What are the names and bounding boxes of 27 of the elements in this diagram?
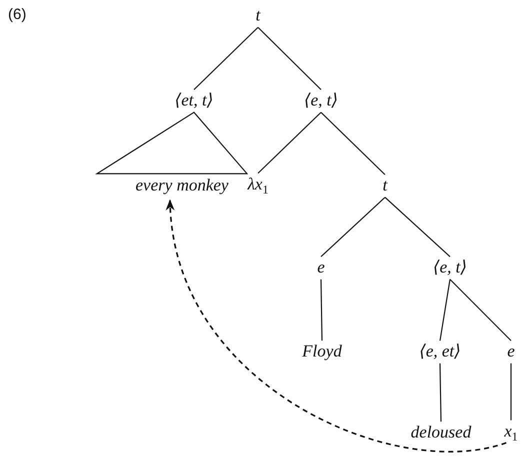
tree-branch <box>194 26 258 90</box>
tree-branch <box>320 279 323 341</box>
tree-node-label: e <box>315 258 327 278</box>
tree-node-label: x$_{1}$ <box>502 421 520 445</box>
tree-branch <box>258 112 322 174</box>
tree-branch <box>510 363 512 420</box>
tree-node-label: t <box>254 6 262 26</box>
tree-branch <box>439 279 451 341</box>
tree-branch <box>320 196 386 258</box>
tree-node-label: Floyd <box>300 342 344 362</box>
movement-arrow <box>166 199 506 452</box>
tree-node-label: deloused <box>408 422 474 444</box>
triangle-branch <box>95 112 248 174</box>
tree-node-label: e <box>505 342 517 362</box>
example-number: (6) <box>8 6 26 23</box>
tree-node-label: t <box>380 176 390 196</box>
tree-node-label: every monkey <box>134 176 230 196</box>
tree-branch <box>384 196 450 258</box>
tree-branch <box>450 278 512 342</box>
tree-node-label: ⟨et, t⟩ <box>172 90 216 112</box>
tree-branch <box>258 26 322 90</box>
tree-node-label: ⟨e, t⟩ <box>430 258 470 278</box>
tree-node-label: ⟨e, et⟩ <box>417 342 463 362</box>
tree-node-label: ⟨e, t⟩ <box>302 90 340 112</box>
tree-node-label: λx$_{1}$ <box>246 174 270 198</box>
tree-branch <box>439 363 442 422</box>
tree-branch <box>320 112 386 176</box>
